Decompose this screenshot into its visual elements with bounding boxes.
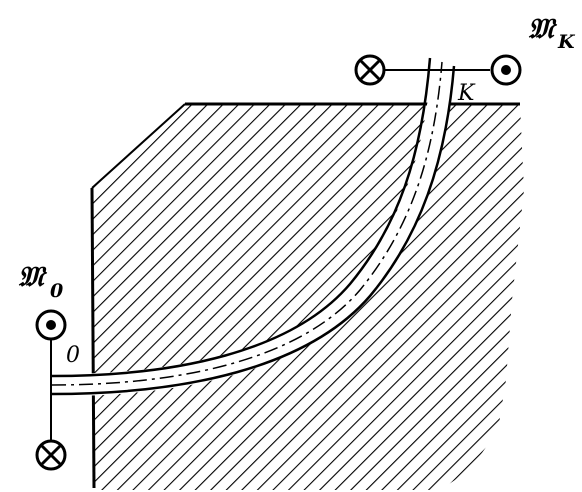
label-point-0: 0 [66,343,80,368]
dot-circle-icon [35,309,67,341]
label-moment-start-main: 𝔐 [18,260,48,293]
dot-circle-icon [490,54,522,86]
label-moment-start-sub: 0 [50,280,63,302]
label-moment-end-sub: K [557,31,576,53]
label-point-k: K [457,81,476,106]
bar-axis [51,61,443,386]
cross-circle-icon [35,439,67,471]
cross-circle-icon [354,54,386,86]
hatched-body [90,102,524,490]
curved-bar [51,57,456,396]
label-moment-end-main: 𝔐 [528,12,558,45]
